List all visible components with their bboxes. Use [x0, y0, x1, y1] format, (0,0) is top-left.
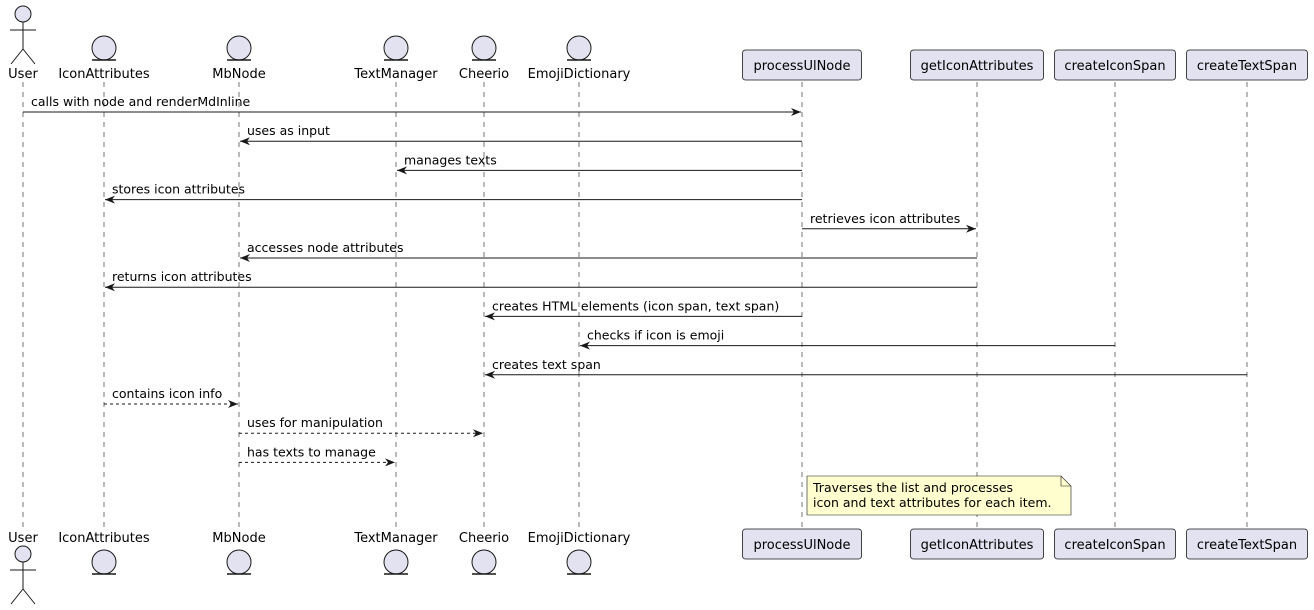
message-label: returns icon attributes: [112, 269, 252, 284]
entity-icon: [91, 549, 117, 575]
participant-label: User: [8, 67, 38, 82]
participant-label: TextManager: [353, 531, 438, 546]
message-label: checks if icon is emoji: [587, 328, 724, 343]
participant-geticon-bottom: getIconAttributes: [910, 528, 1044, 560]
participant-box: [1186, 528, 1308, 560]
participant-createicon-bottom: createIconSpan: [1054, 528, 1176, 560]
lifelines: [22, 82, 1248, 528]
message-label: stores icon attributes: [112, 182, 245, 197]
message-label: contains icon info: [112, 386, 222, 401]
participant-label: MbNode: [212, 67, 265, 82]
participant-mbnode-bottom: MbNode: [212, 531, 266, 575]
entity-icon: [383, 35, 409, 61]
note-line: icon and text attributes for each item.: [813, 495, 1052, 510]
participant-processul-top: processUlNode: [742, 49, 862, 81]
message-label: uses as input: [247, 123, 330, 138]
message-label: creates text span: [492, 357, 601, 372]
participant-textmgr-top: TextManager: [353, 35, 438, 82]
entity-icon: [91, 35, 117, 61]
message-13: has texts to manage: [239, 444, 395, 467]
participant-label: createTextSpan: [1197, 59, 1297, 74]
participant-user-top: User: [8, 5, 38, 82]
participant-heads: UserUserIconAttributesIconAttributesMbNo…: [8, 5, 1308, 605]
participant-label: EmojiDictionary: [528, 531, 631, 546]
participant-box: [742, 49, 862, 81]
participant-user-bottom: User: [8, 531, 38, 605]
message-9: checks if icon is emoji: [580, 328, 1115, 350]
message-6: accesses node attributes: [240, 240, 977, 262]
message-7: returns icon attributes: [105, 269, 977, 292]
message-3: manages texts: [397, 152, 802, 175]
message-label: accesses node attributes: [247, 240, 404, 255]
message-label: calls with node and renderMdInline: [31, 94, 251, 109]
participant-label: createTextSpan: [1197, 538, 1297, 553]
participant-emojidict-bottom: EmojiDictionary: [528, 531, 631, 575]
message-label: creates HTML elements (icon span, text s…: [492, 298, 779, 313]
participant-label: getIconAttributes: [921, 59, 1034, 74]
entity-icon: [566, 549, 592, 575]
message-label: retrieves icon attributes: [810, 211, 960, 226]
participant-label: User: [8, 531, 38, 546]
messages: calls with node and renderMdInline uses a…: [23, 94, 1247, 467]
actor-icon: [14, 545, 32, 563]
message-2: uses as input: [240, 123, 802, 146]
participant-label: processUlNode: [753, 538, 850, 553]
participant-box: [742, 528, 862, 560]
message-5: retrieves icon attributes: [802, 211, 976, 233]
entity-icon: [226, 35, 252, 61]
participant-box: [910, 49, 1044, 81]
participant-label: MbNode: [212, 531, 265, 546]
participant-cheerio-top: Cheerio: [459, 35, 509, 82]
entity-icon: [471, 35, 497, 61]
participant-createicon-top: createIconSpan: [1054, 49, 1176, 81]
participant-iconattrs-top: IconAttributes: [58, 35, 150, 82]
participant-box: [1054, 49, 1176, 81]
participant-box: [910, 528, 1044, 560]
participant-label: EmojiDictionary: [528, 67, 631, 82]
participant-label: Cheerio: [459, 531, 509, 546]
participant-createtext-bottom: createTextSpan: [1186, 528, 1308, 560]
participant-emojidict-top: EmojiDictionary: [528, 35, 631, 82]
message-1: calls with node and renderMdInline: [23, 94, 801, 116]
participant-label: IconAttributes: [58, 531, 150, 546]
message-label: manages texts: [404, 152, 497, 167]
participant-processul-bottom: processUlNode: [742, 528, 862, 560]
note-box: [806, 475, 1072, 516]
entity-icon: [383, 549, 409, 575]
participant-geticon-top: getIconAttributes: [910, 49, 1044, 81]
participant-box: [1186, 49, 1308, 81]
participant-label: IconAttributes: [58, 67, 150, 82]
participant-textmgr-bottom: TextManager: [353, 531, 438, 575]
message-8: creates HTML elements (icon span, text s…: [485, 298, 802, 321]
entity-icon: [226, 549, 252, 575]
note-line: Traverses the list and processes: [812, 480, 1013, 495]
participant-label: Cheerio: [459, 67, 509, 82]
participant-label: createIconSpan: [1064, 59, 1165, 74]
entity-icon: [471, 549, 497, 575]
participant-iconattrs-bottom: IconAttributes: [58, 531, 150, 575]
message-12: uses for manipulation: [239, 415, 483, 438]
message-label: has texts to manage: [247, 444, 376, 459]
participant-label: processUlNode: [753, 59, 850, 74]
participant-label: createIconSpan: [1064, 538, 1165, 553]
participant-cheerio-bottom: Cheerio: [459, 531, 509, 575]
message-4: stores icon attributes: [105, 182, 802, 204]
participant-createtext-top: createTextSpan: [1186, 49, 1308, 81]
participant-mbnode-top: MbNode: [212, 35, 266, 82]
actor-icon: [14, 5, 32, 23]
message-11: contains icon info: [104, 386, 238, 408]
message-10: creates text span: [485, 357, 1247, 379]
entity-icon: [566, 35, 592, 61]
message-label: uses for manipulation: [247, 415, 383, 430]
participant-label: TextManager: [353, 67, 438, 82]
participant-label: getIconAttributes: [921, 538, 1034, 553]
participant-box: [1054, 528, 1176, 560]
